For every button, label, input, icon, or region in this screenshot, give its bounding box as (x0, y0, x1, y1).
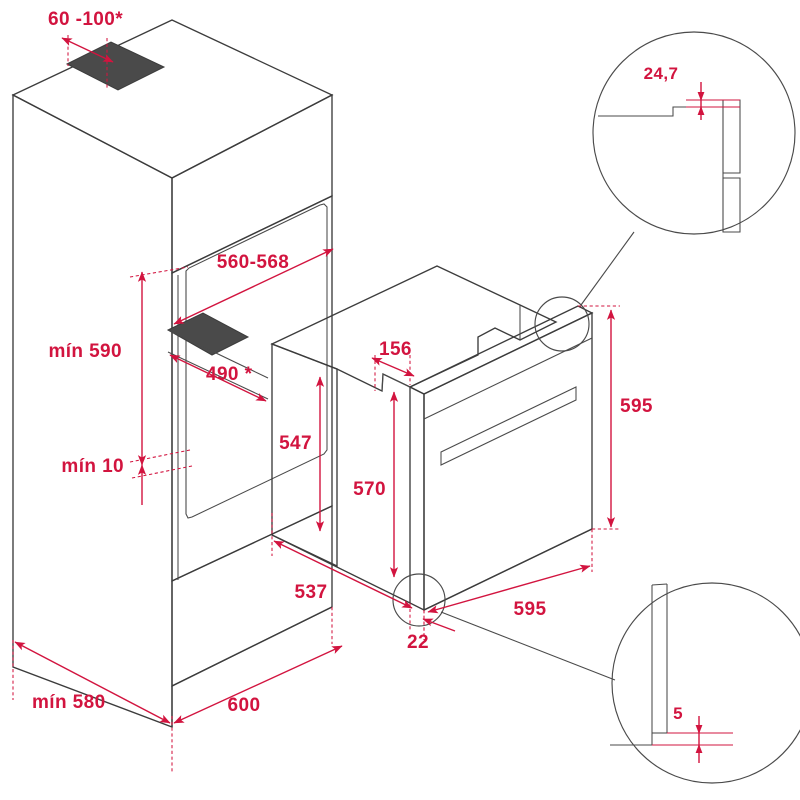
dimension-cabinet-depth: mín 580 (12, 640, 173, 772)
dimension-oven-body-depth: 570 (353, 391, 399, 578)
dimension-oven-front-width: 595 (423, 529, 593, 638)
oven-top-face (270, 265, 558, 393)
detail-leader-bottom (440, 611, 616, 681)
dimension-cabinet-width: 600 (173, 607, 343, 724)
dimension-niche-depth: 490 * (169, 354, 267, 402)
detail-marker-top (534, 296, 590, 352)
detail-top-arrow-up (697, 106, 705, 115)
oven-body-height-label: 547 (279, 433, 312, 454)
detail-circle-bottom-right (611, 582, 800, 784)
bottom-gap-ext (131, 465, 193, 479)
cabinet-front-face-upper (171, 93, 333, 275)
detail-view-bottom-right: 5 (610, 582, 800, 784)
oven-front-width-label: 595 (514, 599, 547, 620)
oven-front-spine (409, 385, 425, 612)
niche-depth-dim-line (169, 354, 267, 402)
oven-front-top-bevel (408, 305, 594, 395)
oven-body-depth-label: 570 (353, 479, 386, 500)
cabinet-depth-dim-line (14, 641, 171, 724)
niche-width-label: 560-568 (217, 252, 290, 273)
oven-notch-label: 156 (379, 339, 412, 360)
oven-top-notch-edge (381, 373, 411, 392)
niche-depth-label: 490 * (206, 364, 253, 385)
oven-foot-label: 22 (407, 632, 429, 653)
dimension-oven-rear-depth: 537 (271, 513, 413, 609)
cabinet-housing (11, 19, 334, 728)
detail-circle-top-right (592, 31, 796, 235)
detail-leader-top (580, 231, 635, 306)
detail-marker-bottom (392, 573, 446, 627)
cabinet-top-vent-slot (65, 41, 166, 91)
detail-bottom-arrow-down (695, 725, 703, 734)
cabinet-niche-opening (185, 203, 328, 519)
dimension-oven-body-height: 547 (279, 376, 325, 532)
oven-bottom-rear-edge (271, 534, 411, 604)
cabinet-depth-label: mín 580 (32, 692, 106, 713)
oven-front-width-dim-line (427, 564, 591, 614)
detail-top-panel-outer (722, 99, 741, 174)
dimension-vent-gap: 60 -100* (48, 9, 123, 88)
niche-height-ext-top (129, 266, 189, 278)
detail-bottom-arrow-up (695, 744, 703, 753)
oven-rear-depth-dim-line (273, 540, 413, 609)
dimension-niche-width: 560-568 (173, 248, 334, 325)
vent-gap-label: 60 -100* (48, 9, 123, 30)
vent-gap-dim-line (61, 37, 114, 63)
detail-top-arrow-down (697, 92, 705, 101)
detail-top-dim-label: 24,7 (644, 64, 679, 83)
cabinet-top-face (11, 19, 334, 179)
oven-notch-dim-line (371, 357, 415, 377)
dimension-oven-front-height: 595 (578, 305, 653, 530)
cabinet-front-bottom-edge (171, 606, 333, 687)
detail-bottom-floor (610, 733, 653, 746)
niche-height-ext-bottom (129, 449, 191, 463)
niche-width-dim-line (173, 248, 334, 325)
bottom-gap-label: mín 10 (61, 456, 124, 477)
cabinet-width-dim-line (173, 645, 343, 724)
oven-foot-dim-line (422, 618, 456, 632)
dimension-oven-foot: 22 (407, 603, 456, 653)
cabinet-width-label: 600 (228, 695, 261, 716)
niche-height-label: mín 590 (48, 341, 122, 362)
detail-bottom-dim-label: 5 (673, 704, 683, 723)
oven-front-height-label: 595 (620, 396, 653, 417)
oven-rear-depth-label: 537 (295, 582, 328, 603)
detail-callouts (392, 231, 635, 681)
dimension-oven-notch: 156 (371, 339, 415, 391)
oven-door-handle (440, 386, 577, 466)
cabinet-left-face (12, 93, 173, 728)
detail-view-top-right: 24,7 (592, 31, 796, 235)
detail-bottom-panel-top (651, 583, 668, 586)
dimension-niche-height: mín 590 (48, 266, 191, 466)
dimension-bottom-gap: mín 10 (61, 456, 193, 505)
